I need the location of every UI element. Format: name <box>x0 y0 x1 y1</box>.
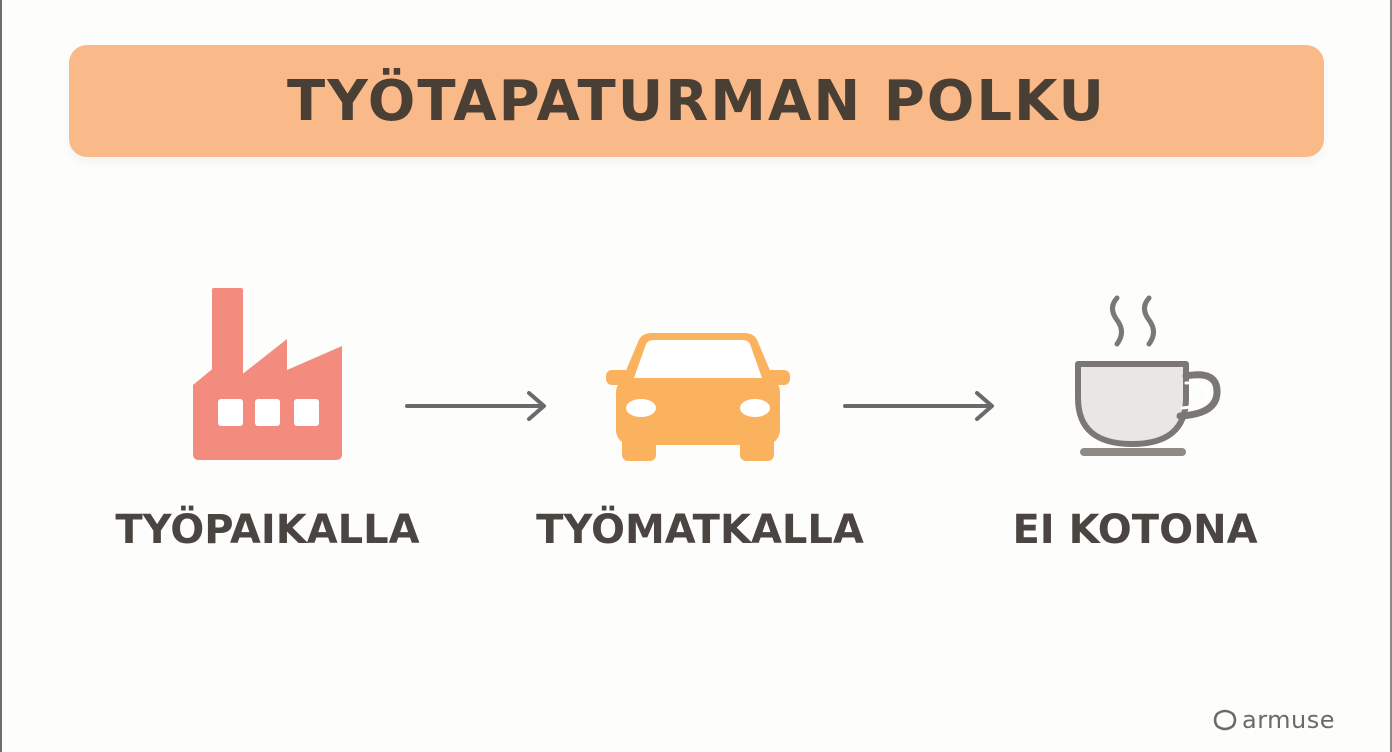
armuse-logo-icon <box>1213 709 1237 731</box>
diagram-title: TYÖTAPATURMAN POLKU <box>287 68 1106 134</box>
step-label-commute: TYÖMATKALLA <box>536 507 864 553</box>
factory-icon <box>193 288 342 460</box>
left-frame-border <box>0 0 2 752</box>
arrow-right-icon <box>843 391 994 421</box>
step-label-not-home: EI KOTONA <box>1012 507 1258 553</box>
car-icon <box>606 333 790 461</box>
brand-logo: armuse <box>1212 704 1335 736</box>
arrow-right-icon <box>405 391 546 421</box>
right-frame-border <box>1390 0 1392 752</box>
step-label-workplace: TYÖPAIKALLA <box>115 507 420 553</box>
brand-name: armuse <box>1242 706 1336 734</box>
title-banner: TYÖTAPATURMAN POLKU <box>69 45 1324 157</box>
coffee-cup-icon <box>1075 295 1221 456</box>
